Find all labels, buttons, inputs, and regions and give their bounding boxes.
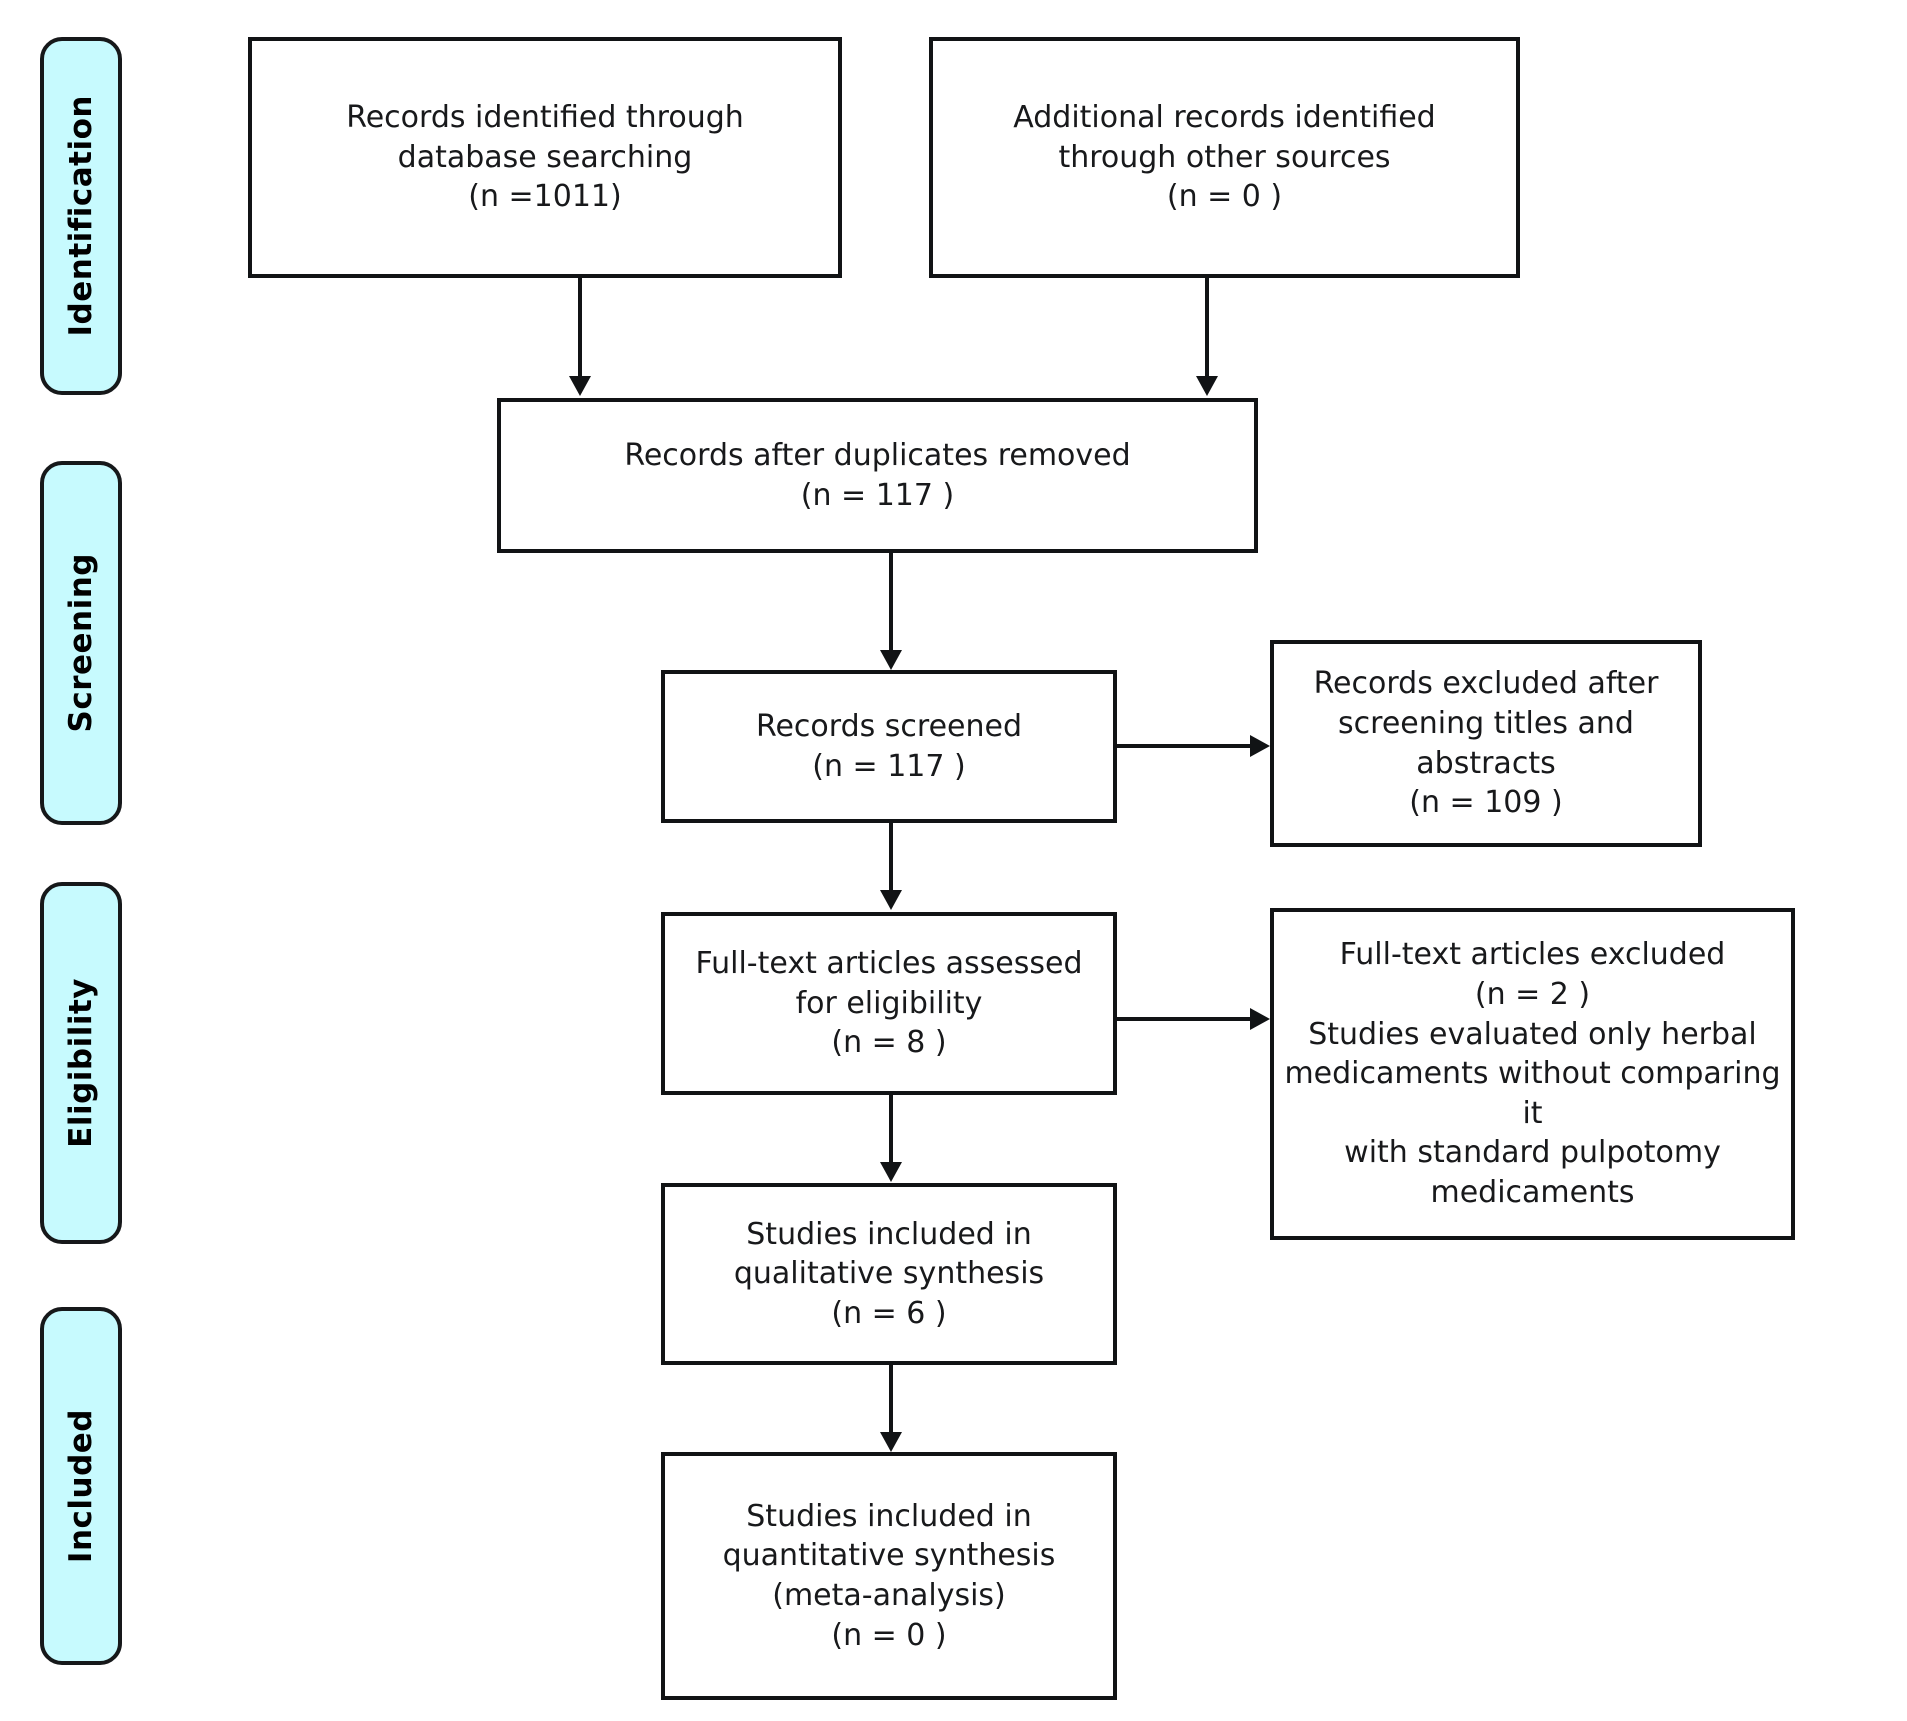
arrow-screened-to-excluded	[1250, 735, 1270, 757]
box-line: Records screened	[755, 708, 1023, 744]
box-line: Records excluded after	[1313, 666, 1659, 702]
connector-fulltext-to-qualitative	[889, 1095, 893, 1165]
box-records-screened: Records screened (n = 117 )	[661, 670, 1117, 823]
connector-fulltext-to-excluded	[1117, 1017, 1252, 1021]
arrow-screened-to-fulltext	[880, 890, 902, 910]
box-line: quantitative synthesis	[722, 1538, 1056, 1574]
connector-screened-to-fulltext	[889, 823, 893, 893]
box-line: (n = 2 )	[1474, 977, 1591, 1013]
connector-screened-to-excluded	[1117, 744, 1252, 748]
arrow-db-to-duplicates	[569, 376, 591, 396]
connector-db-to-duplicates	[578, 278, 582, 378]
box-additional-records-other-sources: Additional records identified through ot…	[929, 37, 1520, 278]
box-line: (meta-analysis)	[772, 1578, 1006, 1613]
box-qualitative-synthesis: Studies included in qualitative synthesi…	[661, 1183, 1117, 1365]
arrow-other-to-duplicates	[1196, 376, 1218, 396]
box-line: (n = 0 )	[831, 1617, 947, 1653]
arrow-qualitative-to-quantitative	[880, 1432, 902, 1452]
stage-pill-screening: Screening	[40, 461, 122, 825]
box-line: (n = 117 )	[812, 748, 966, 784]
box-line: with standard pulpotomy	[1344, 1135, 1721, 1171]
box-line: screening titles and abstracts	[1338, 705, 1634, 781]
box-line: for eligibility	[795, 985, 983, 1021]
connector-qualitative-to-quantitative	[889, 1365, 893, 1435]
stage-pill-eligibility: Eligibility	[40, 882, 122, 1244]
box-line: (n = 8 )	[831, 1025, 947, 1061]
stage-label-identification: Identification	[63, 95, 99, 337]
box-fulltext-assessed: Full-text articles assessed for eligibil…	[661, 912, 1117, 1095]
stage-label-included: Included	[63, 1408, 99, 1564]
box-line: (n = 6 )	[831, 1295, 947, 1331]
box-line: Studies evaluated only herbal	[1308, 1016, 1757, 1052]
box-line: Records after duplicates removed	[624, 437, 1131, 473]
box-line: medicaments without comparing it	[1284, 1056, 1781, 1131]
stage-pill-included: Included	[40, 1307, 122, 1665]
connector-duplicates-to-screened	[889, 553, 893, 653]
box-records-after-duplicates-removed: Records after duplicates removed (n = 11…	[497, 398, 1258, 553]
arrow-duplicates-to-screened	[880, 650, 902, 670]
box-line: medicaments	[1430, 1174, 1635, 1210]
box-line: Full-text articles excluded	[1339, 937, 1726, 973]
box-line: Records identified through	[346, 100, 744, 136]
box-line: (n =1011)	[468, 179, 622, 215]
box-line: (n = 0 )	[1166, 179, 1283, 215]
stage-label-screening: Screening	[63, 553, 99, 733]
box-line: Additional records identified	[1013, 100, 1436, 136]
connector-other-to-duplicates	[1205, 278, 1209, 378]
stage-label-eligibility: Eligibility	[63, 978, 99, 1148]
box-line: through other sources	[1058, 139, 1391, 175]
arrow-fulltext-to-excluded	[1250, 1008, 1270, 1030]
box-records-identified-database: Records identified through database sear…	[248, 37, 842, 278]
box-quantitative-synthesis: Studies included in quantitative synthes…	[661, 1452, 1117, 1700]
box-line: (n = 117 )	[800, 477, 955, 513]
box-line: Studies included in	[746, 1498, 1032, 1534]
box-line: Full-text articles assessed	[695, 946, 1083, 982]
box-records-excluded: Records excluded after screening titles …	[1270, 640, 1702, 847]
stage-pill-identification: Identification	[40, 37, 122, 395]
arrow-fulltext-to-qualitative	[880, 1162, 902, 1182]
box-line: database searching	[397, 139, 693, 175]
box-line: (n = 109 )	[1409, 785, 1563, 821]
box-fulltext-excluded: Full-text articles excluded (n = 2 ) Stu…	[1270, 908, 1795, 1240]
box-line: Studies included in	[746, 1216, 1032, 1252]
box-line: qualitative synthesis	[733, 1256, 1045, 1292]
